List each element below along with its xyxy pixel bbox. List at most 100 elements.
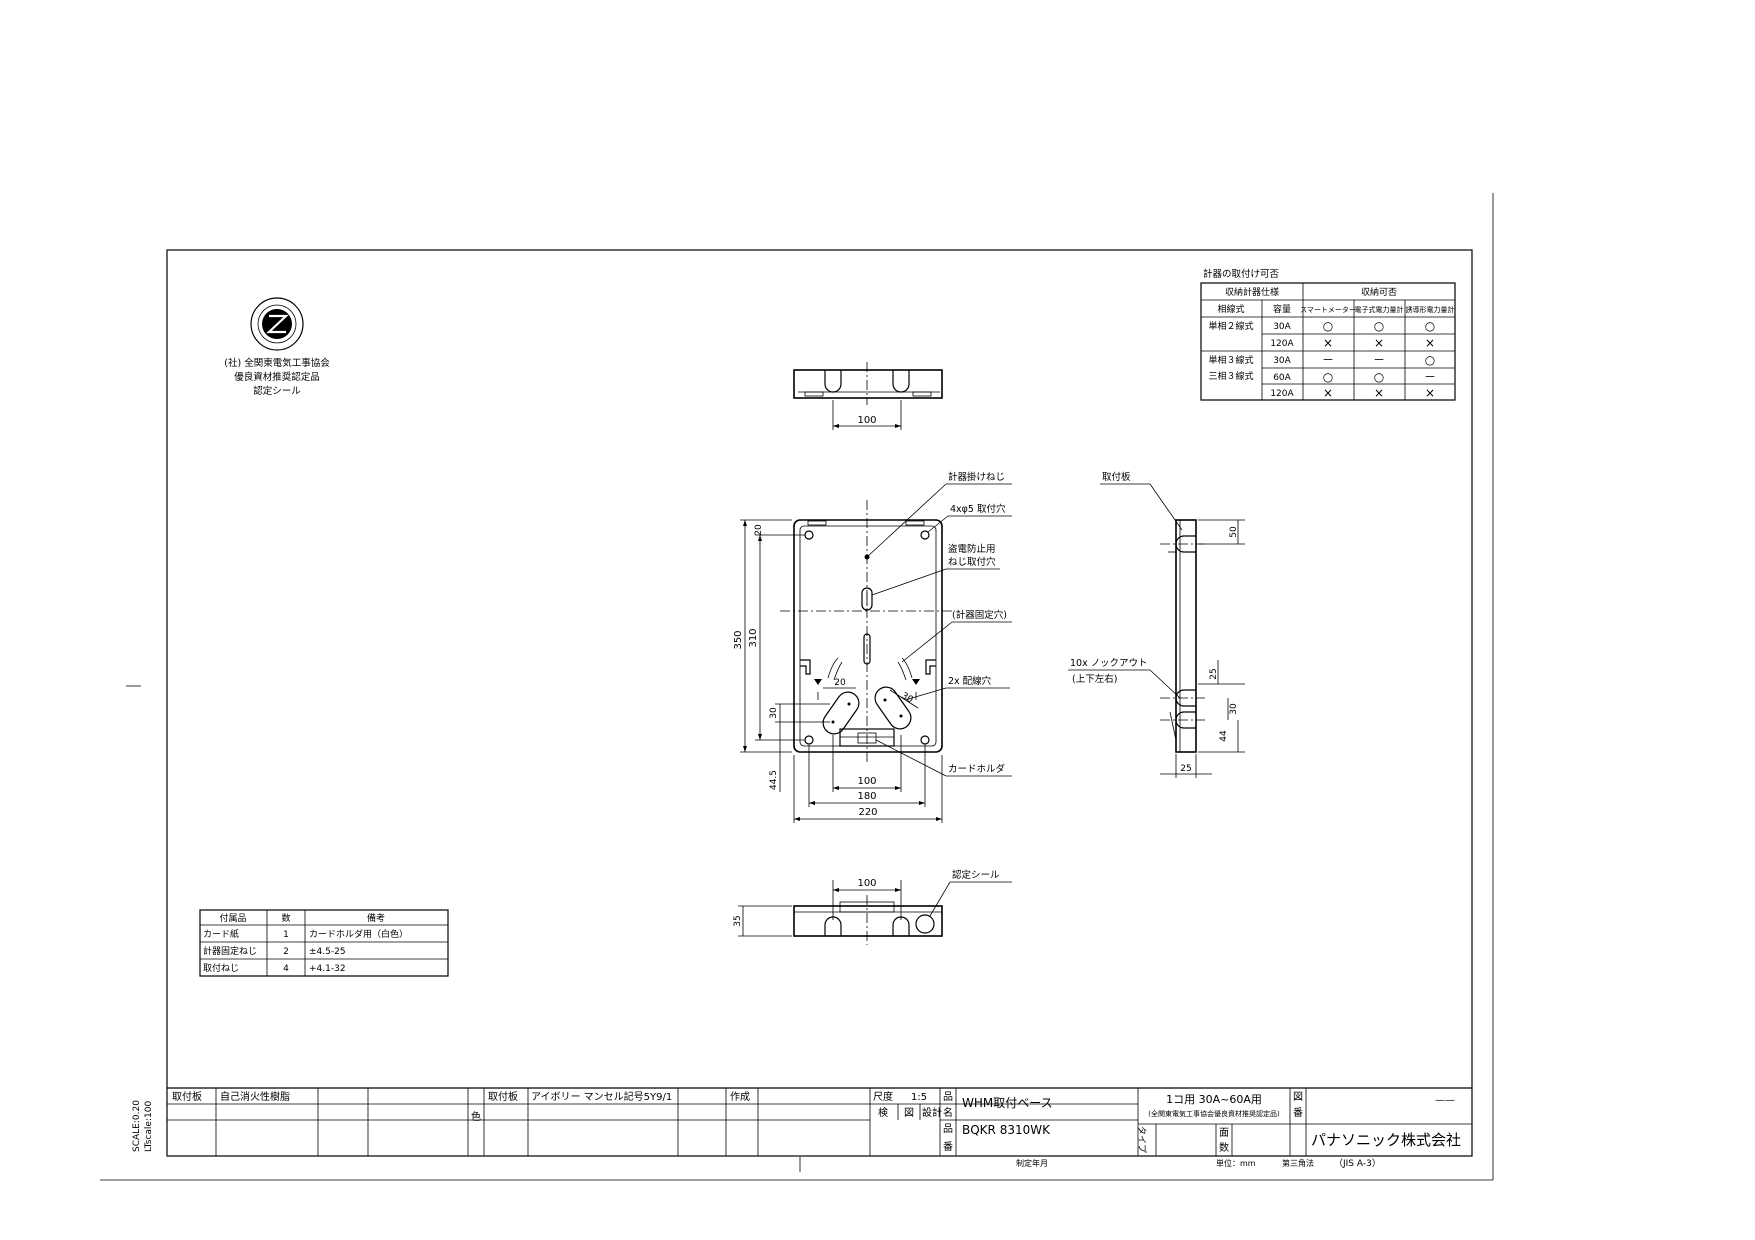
tb-drawn: 図 [904, 1107, 914, 1119]
callout-mount-plate: 取付板 [1102, 471, 1131, 483]
accessories-cell: 取付ねじ [203, 963, 239, 974]
callout-wiring-holes: 2x 配線穴 [948, 675, 992, 687]
dim-side-25-bottom: 25 [1180, 764, 1191, 774]
scale-note: SCALE:0.20 [132, 1100, 142, 1152]
meter-table-spec-header: 収納計器仕様 [1225, 286, 1279, 298]
side-tab-left [800, 659, 811, 675]
meter-row-capacity: 30A [1273, 322, 1291, 332]
front-view-body [793, 519, 943, 753]
meter-cell: ○ [1374, 370, 1384, 384]
tb-scale-label: 尺度 [873, 1090, 893, 1103]
top-view: 100 [793, 362, 943, 430]
accessories-table: 付属品 数 備考 カード紙 1 カードホルダ用（白色） 計器固定ねじ 2 ±4.… [199, 909, 449, 977]
seal-inner-circle [257, 304, 297, 344]
guide-mark-right [897, 657, 913, 681]
callout-mount-holes: 4xφ5 取付穴 [950, 503, 1006, 515]
meter-fix-slot [863, 633, 871, 665]
dim-front-30-slant: 30 [900, 691, 915, 706]
tb-name-label1: 品 [943, 1091, 953, 1103]
side-knockout-bottom [1175, 711, 1196, 729]
meter-row-capacity: 30A [1273, 356, 1291, 366]
dim-front-310: 310 [748, 628, 759, 647]
bottom-view: 100 35 認定シール [733, 869, 1012, 945]
tb-num-label1: 品 [943, 1123, 953, 1135]
meter-cell: ○ [1374, 319, 1384, 333]
tb-date-label: 制定年月 [1016, 1158, 1048, 1168]
accessories-cell: +4.1-32 [309, 964, 346, 974]
accessories-cell: カードホルダ用（白色） [309, 928, 408, 940]
meter-cell: × [1374, 386, 1384, 400]
dim-side-25: 25 [1209, 668, 1219, 679]
meter-cell: × [1374, 336, 1384, 350]
meter-table-col-smart: スマートメーター [1300, 305, 1356, 314]
tb-drawing-no-label2: 番 [1293, 1107, 1303, 1119]
meter-compatibility-table: 計器の取付け可否 収納計器仕様 収納可否 相線式 容量 スマートメーター 電子式… [1200, 268, 1456, 401]
tb-company: パナソニック株式会社 [1311, 1131, 1461, 1149]
dim-front-180: 180 [857, 791, 876, 802]
callout-anti-theft-1: 盗電防止用 [948, 543, 996, 555]
meter-row-capacity: 60A [1273, 373, 1291, 383]
tb-color-label: 色 [471, 1110, 481, 1123]
meter-cell: × [1323, 336, 1333, 350]
meter-table-frame [1200, 282, 1456, 401]
meter-table-col-capacity: 容量 [1273, 303, 1291, 315]
callout-meter-hook-screw: 計器掛けねじ [948, 471, 1005, 483]
front-view: 350 310 20 30 44.5 100 180 220 20 30 [733, 471, 1012, 823]
seal-logo-z [266, 314, 289, 334]
accessories-col-qty: 数 [281, 912, 290, 924]
tb-spec-2: (全関東電気工事協会優良資材推奨認定品) [1148, 1109, 1280, 1118]
callout-meter-fix-holes: (計器固定穴) [952, 609, 1007, 621]
meter-cell: × [1425, 336, 1435, 350]
dim-top-100: 100 [857, 415, 876, 426]
tb-pages-label2: 数 [1219, 1141, 1229, 1154]
top-view-slot-left [824, 370, 842, 393]
tb-spec-1: 1コ用 30A~60A用 [1166, 1093, 1262, 1106]
tb-type-label: タイプ [1136, 1126, 1147, 1153]
dim-front-100: 100 [857, 776, 876, 787]
drawing-border [166, 249, 1473, 1157]
mount-hole [804, 530, 814, 540]
anti-theft-slot [861, 587, 873, 611]
dim-front-20-top: 20 [754, 524, 764, 536]
dim-side-30: 30 [1229, 703, 1239, 715]
tb-drawing-no-label1: 図 [1293, 1091, 1303, 1103]
dim-front-20: 20 [834, 678, 846, 688]
top-view-body [793, 369, 943, 399]
accessories-cell: ±4.5-25 [309, 947, 346, 957]
dim-bottom-100: 100 [857, 878, 876, 889]
card-holder [839, 728, 895, 747]
seal-text-2: 優良資材推奨認定品 [234, 371, 320, 383]
accessories-col-note: 備考 [367, 912, 385, 924]
bottom-view-body [793, 905, 943, 937]
tb-num-label2: 番 [943, 1141, 953, 1153]
meter-cell: － [1373, 353, 1385, 367]
title-block: 取付板 自己消火性樹脂 色 取付板 アイボリー マンセル記号5Y9/1 作成 尺… [167, 1087, 1472, 1169]
tb-mat-label: 取付板 [172, 1090, 202, 1103]
mount-hole [920, 735, 930, 745]
accessories-cell: 計器固定ねじ [203, 945, 257, 957]
top-view-slot-right [892, 370, 910, 393]
dim-front-44-5: 44.5 [769, 770, 779, 790]
tb-name-label2: 名 [943, 1106, 953, 1119]
meter-row-phase: 三相３線式 [1208, 370, 1253, 382]
tb-num-value: BQKR 8310WK [962, 1123, 1051, 1137]
meter-cell: ○ [1425, 353, 1435, 367]
dim-side-44: 44 [1219, 730, 1229, 742]
mount-hole [804, 735, 814, 745]
callout-knockout-2: (上下左右) [1072, 673, 1117, 685]
meter-cell: ○ [1425, 319, 1435, 333]
meter-table-col-phase: 相線式 [1217, 303, 1244, 315]
meter-table-col-electronic: 電子式電力量計 [1355, 305, 1404, 314]
side-view: 50 25 30 44 25 取付板 10x ノックアウト (上下左右) [1068, 471, 1245, 778]
side-knockout-mid [1175, 689, 1196, 707]
callout-card-holder: カードホルダ [948, 763, 1006, 775]
tb-standard: （JIS A-3） [1334, 1158, 1381, 1169]
meter-cell: － [1322, 353, 1334, 367]
accessories-cell: 1 [283, 930, 289, 940]
guide-mark-left [827, 657, 843, 681]
side-tab-right [925, 659, 936, 675]
tb-scale-value: 1:5 [911, 1092, 927, 1103]
seal-text-1: (社) 全関東電気工事協会 [224, 357, 330, 369]
tb-projection: 第三角法 [1282, 1158, 1314, 1168]
